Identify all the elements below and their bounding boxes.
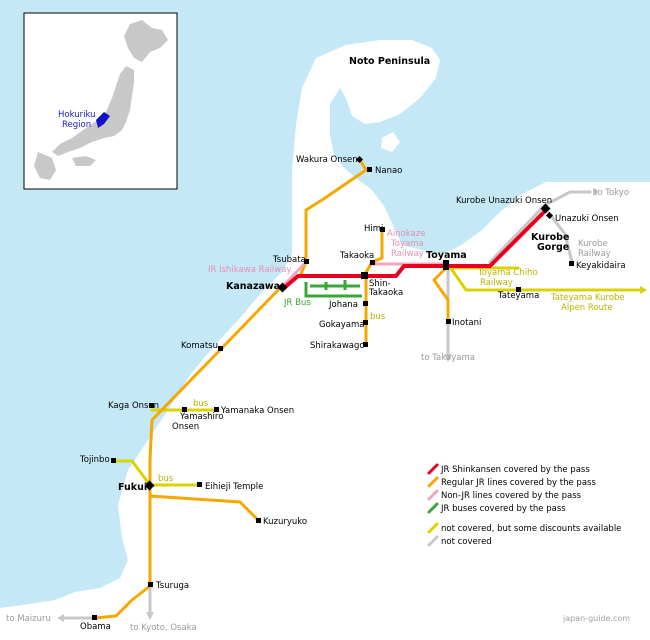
line-tateyama-kurobe-2: Alpen Route xyxy=(561,303,613,313)
legend: JR Shinkansen covered by the passRegular… xyxy=(427,463,621,547)
inset-region-label: Hokuriku xyxy=(58,110,96,120)
legend-swatch xyxy=(427,522,439,534)
station-johana: Johana xyxy=(328,300,358,310)
line-ainokaze-1: Ainokaze xyxy=(387,229,425,239)
inset-japan-shape xyxy=(34,20,168,180)
station-shin-takaoka: Shin- xyxy=(369,279,391,289)
island-notojima xyxy=(381,132,400,152)
line-shinkansen xyxy=(282,208,548,290)
station-tsubata: Tsubata xyxy=(272,255,306,265)
station-kaga: Kaga Onsen xyxy=(108,401,159,411)
line-kurobe-railway-1: Kurobe xyxy=(578,239,608,249)
station-fukui: Fukui xyxy=(118,482,147,493)
station-shin-takaoka-2: Takaoka xyxy=(368,288,403,298)
station-kanazawa: Kanazawa xyxy=(226,281,280,292)
legend-swatch xyxy=(427,535,439,547)
station-takaoka: Takaoka xyxy=(339,251,374,261)
station-eiheiji: Eihieji Temple xyxy=(205,482,263,492)
dest-maizuru: to Maizuru xyxy=(6,614,51,624)
dest-kyoto: to Kyoto, Osaka xyxy=(130,623,197,633)
line-ainokaze-2: Toyama xyxy=(390,239,424,249)
station-kurobe-unazuki: Kurobe Unazuki Onsen xyxy=(456,196,552,206)
dest-tokyo: to Tokyo xyxy=(594,188,629,198)
station-toyama: Toyama xyxy=(426,250,467,261)
legend-swatch xyxy=(427,463,439,475)
line-kurobe-railway-2: Railway xyxy=(578,249,611,259)
arrowhead-yellow xyxy=(640,286,647,294)
station-wakura: Wakura Onsen xyxy=(296,155,358,165)
station-yamanaka: Yamanaka Onsen xyxy=(220,406,294,416)
line-jr-bus: JR Bus xyxy=(283,298,311,308)
station-keyakidaira: Keyakidaira xyxy=(576,261,626,271)
legend-label: JR buses covered by the pass xyxy=(440,504,566,514)
station-kuzuryuko: Kuzuryuko xyxy=(263,517,307,527)
inset-region-label-2: Region xyxy=(62,120,91,130)
station-inotani: Inotani xyxy=(452,318,481,328)
legend-swatch xyxy=(427,489,439,501)
station-kurobe-gorge: Kurobe xyxy=(531,232,569,243)
station-tojinbo: Tojinbo xyxy=(79,455,110,465)
legend-label: Non-JR lines covered by the pass xyxy=(441,491,582,501)
line-bus-gokayama: bus xyxy=(370,312,386,322)
station-unazuki: Unazuki Onsen xyxy=(555,214,619,224)
line-ainokaze-3: Railway xyxy=(391,249,424,259)
line-bus-kaga: bus xyxy=(193,399,209,409)
arrowheads-grey xyxy=(57,188,599,622)
line-ir-ishikawa: IR Ishikawa Railway xyxy=(208,265,292,275)
legend-label: Regular JR lines covered by the pass xyxy=(441,478,596,488)
line-tateyama-kurobe-1: Tateyama Kurobe xyxy=(550,293,625,303)
legend-label: JR Shinkansen covered by the pass xyxy=(440,465,590,475)
station-gokayama: Gokayama xyxy=(319,320,365,330)
station-himi: Himi xyxy=(364,224,383,234)
station-yamashiro: Yamashiro xyxy=(179,412,223,422)
station-tsuruga: Tsuruga xyxy=(155,581,189,591)
credit: japan-guide.com xyxy=(562,614,630,623)
legend-label: not covered, but some discounts availabl… xyxy=(441,524,621,534)
dest-takayama: to Takayama xyxy=(421,353,475,363)
station-nanao: Nanao xyxy=(375,166,402,176)
line-toyama-chiho-2: Railway xyxy=(480,278,513,288)
station-markers xyxy=(92,155,574,620)
land-mainland xyxy=(0,40,650,640)
peninsula-label: Noto Peninsula xyxy=(349,56,430,67)
station-tateyama: Tateyama xyxy=(497,291,539,301)
line-bus-fukui: bus xyxy=(158,474,174,484)
station-kurobe-gorge-2: Gorge xyxy=(537,242,569,253)
station-yamashiro-2: Onsen xyxy=(172,422,199,432)
lines-jr-bus xyxy=(304,280,362,298)
station-obama: Obama xyxy=(80,622,111,632)
legend-label: not covered xyxy=(441,537,492,547)
station-komatsu: Komatsu xyxy=(181,341,218,351)
legend-swatch xyxy=(427,476,439,488)
line-toyama-chiho-1: Toyama Chiho xyxy=(477,268,538,278)
station-shirakawago: Shirakawago xyxy=(310,341,365,351)
inset-hokuriku-highlight xyxy=(96,112,110,128)
legend-swatch xyxy=(427,502,439,514)
